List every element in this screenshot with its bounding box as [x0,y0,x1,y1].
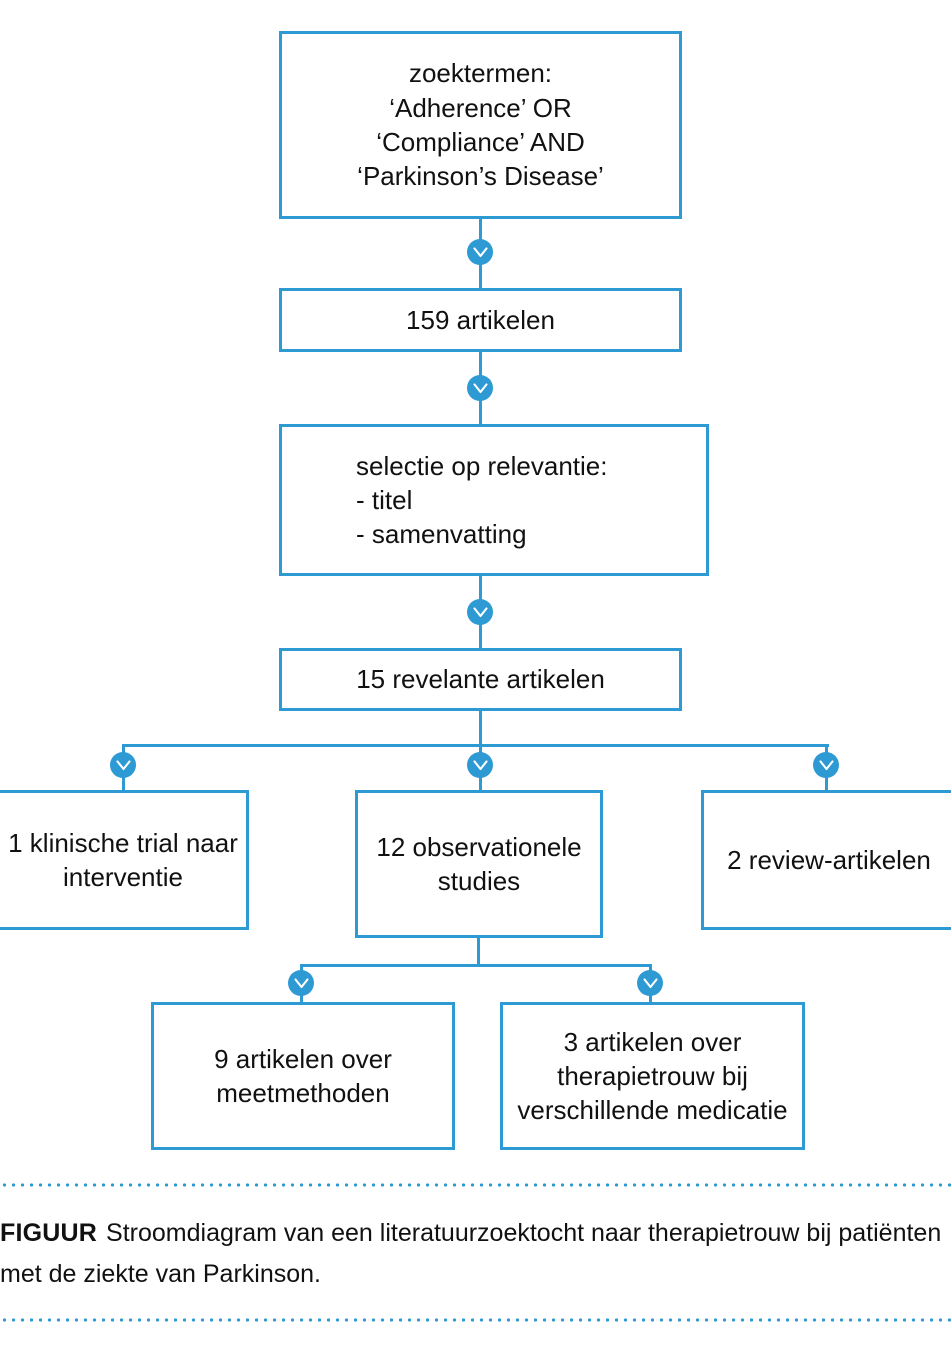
split-stem-upper [479,711,482,747]
chevron-down-icon-1 [467,239,493,265]
figure-caption-body: Stroomdiagram van een literatuurzoektoch… [0,1219,942,1288]
caption-divider-top [0,1183,951,1187]
node-articles-found: 159 artikelen [279,288,682,352]
figure-caption-label: FIGUUR [0,1219,98,1247]
chevron-down-icon-2 [467,375,493,401]
chevron-down-icon-7 [288,970,314,996]
node-adherence-medication: 3 artikelen over therapietrouw bij versc… [500,1002,805,1150]
node-review-articles: 2 review-artikelen [701,790,951,930]
node-clinical-trial-label: 1 klinische trial naar interventie [8,827,238,892]
split-bus-three-way [122,744,829,747]
chevron-down-icon-8 [637,970,663,996]
split2-stem-upper [477,938,480,966]
node-clinical-trial: 1 klinische trial naar interventie [0,790,249,930]
node-adherence-medication-label: 3 artikelen over therapietrouw bij versc… [517,1026,788,1126]
node-relevant-articles: 15 revelante artikelen [279,648,682,711]
chevron-down-icon-6 [813,752,839,778]
split-bus-two-way [300,964,652,967]
node-relevant-articles-label: 15 revelante artikelen [356,664,605,695]
node-measurement-methods: 9 artikelen over meetmethoden [151,1002,455,1150]
caption-divider-bottom [0,1318,951,1322]
node-observational-studies-label: 12 observationele studies [376,831,582,896]
node-review-articles-label: 2 review-artikelen [727,844,931,875]
chevron-down-icon-4 [110,752,136,778]
node-measurement-methods-label: 9 artikelen over meetmethoden [214,1043,392,1108]
node-search-terms: zoektermen: ‘Adherence’ OR ‘Compliance’ … [279,31,682,219]
node-relevance-selection: selectie op relevantie: - titel - samenv… [279,424,709,576]
node-relevance-selection-label: selectie op relevantie: - titel - samenv… [356,450,608,550]
flowchart-canvas: zoektermen: ‘Adherence’ OR ‘Compliance’ … [0,31,951,1150]
node-observational-studies: 12 observationele studies [355,790,603,938]
node-search-terms-label: zoektermen: ‘Adherence’ OR ‘Compliance’ … [357,58,604,192]
node-articles-found-label: 159 artikelen [406,304,555,335]
chevron-down-icon-3 [467,599,493,625]
chevron-down-icon-5 [467,752,493,778]
